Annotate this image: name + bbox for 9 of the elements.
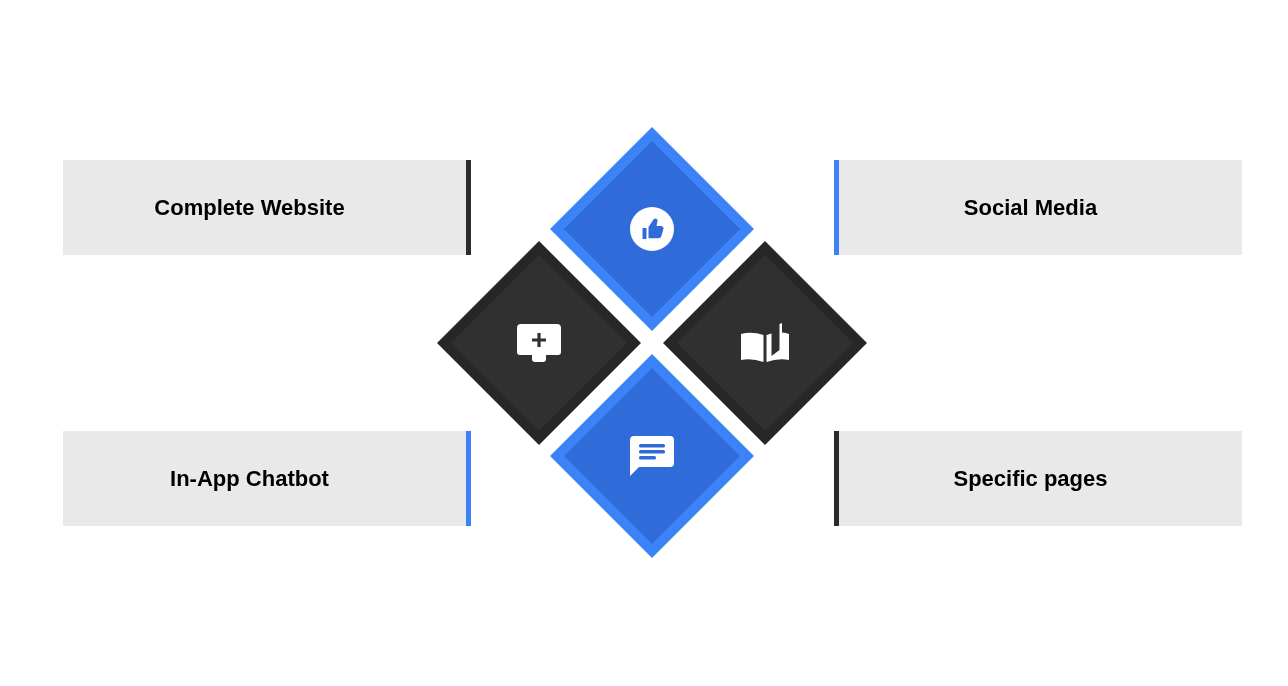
panel-title: Complete Website — [154, 193, 345, 222]
panel-title: Social Media — [963, 193, 1098, 222]
label-panel — [834, 431, 1242, 526]
label-panel — [63, 160, 471, 255]
diamond-tile — [550, 354, 754, 558]
label-panel — [834, 160, 1242, 255]
label-panel — [63, 431, 471, 526]
panel-title: In-App Chatbot — [170, 464, 329, 493]
panel-title: Specific pages — [953, 464, 1108, 493]
